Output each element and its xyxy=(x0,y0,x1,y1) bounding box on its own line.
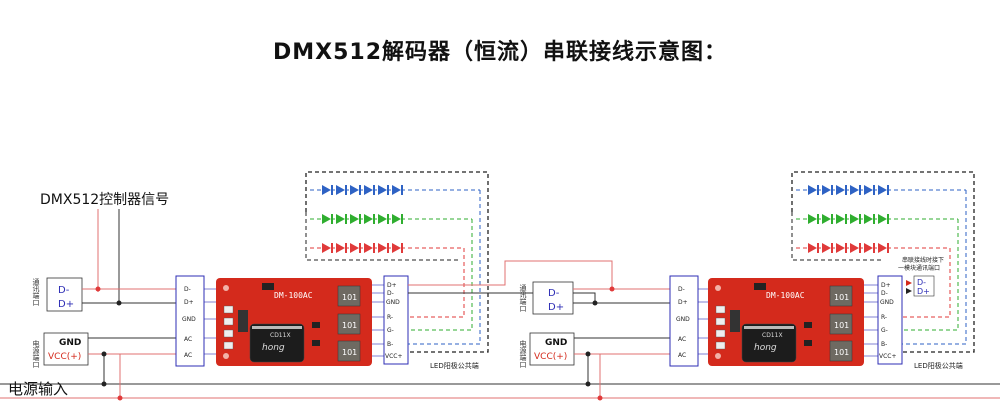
power-port-box xyxy=(43,332,89,366)
right-pin-1: D- xyxy=(387,290,394,297)
signal-port-pin-dminus: D- xyxy=(58,285,70,296)
inductor-2-2-code: 101 xyxy=(834,321,849,330)
signal-port-pin-dplus: D+ xyxy=(58,299,74,310)
chain-wires xyxy=(408,260,613,303)
module-2: 通讯端口 D- D+ 电源端口 GND VCC(+) D- D+ GND AC … xyxy=(519,171,975,401)
inductor-2-1 xyxy=(829,285,853,307)
right-pin-0: D+ xyxy=(387,282,397,289)
controller-signal-label: DMX512控制器信号 xyxy=(40,192,169,208)
left-pin-2-3: AC xyxy=(678,336,686,343)
left-pin-2: GND xyxy=(182,316,196,323)
led-row-red xyxy=(310,243,465,318)
capacitor-brand: hong xyxy=(262,343,285,353)
signal-port-2-side-label: 通讯端口 xyxy=(519,283,527,312)
power-port-2-pin-gnd: GND xyxy=(545,338,567,348)
led-strip-box xyxy=(305,171,489,353)
capacitor-code: CD11X xyxy=(270,332,291,339)
right-pin-2-4: G- xyxy=(881,327,888,334)
led-row-red-2 xyxy=(796,243,951,318)
right-pin-4: G- xyxy=(387,327,394,334)
inductor-2-code: 101 xyxy=(342,321,357,330)
led-row-green xyxy=(310,214,473,331)
left-pin-1: D+ xyxy=(184,299,194,306)
signal-port-2-box xyxy=(532,281,574,315)
inductor-2-3 xyxy=(829,340,853,362)
right-pin-2-3: R- xyxy=(881,314,887,321)
left-pin-2-1: D+ xyxy=(678,299,688,306)
inductor-2-2 xyxy=(829,313,853,335)
chain-note-line-2: 一模块通讯端口 xyxy=(898,264,940,272)
chain-arrow-1-icon xyxy=(906,280,912,286)
power-input-lines xyxy=(0,383,1000,399)
right-terminal-block xyxy=(383,275,409,365)
inductor-3-code: 101 xyxy=(342,348,357,357)
module-1: 通讯端口 D- D+ 电源端口 GND VCC(+) D- D+ GND AC … xyxy=(32,171,489,401)
power-port-pin-gnd: GND xyxy=(59,338,81,348)
right-pin-3: R- xyxy=(387,314,393,321)
led-row-green-2 xyxy=(796,214,959,331)
capacitor-2-code: CD11X xyxy=(762,332,783,339)
inductor-1 xyxy=(337,285,361,307)
left-pin-2-4: AC xyxy=(678,352,686,359)
right-pin-6: VCC+ xyxy=(385,353,403,360)
power-port-2-side-label: 电源端口 xyxy=(519,339,527,368)
left-pin-0: D- xyxy=(184,286,191,293)
left-pin-2-2: GND xyxy=(676,316,690,323)
signal-port-side-label: 通讯端口 xyxy=(32,277,40,306)
page-title: DMX512解码器（恒流）串联接线示意图： xyxy=(272,40,728,65)
power-port-2-pin-vcc: VCC(+) xyxy=(534,352,567,362)
left-pin-4: AC xyxy=(184,352,192,359)
led-anode-note-2: LED阳极公共端 xyxy=(914,361,963,370)
electrolytic-capacitor xyxy=(249,323,305,363)
left-pin-2-0: D- xyxy=(678,286,685,293)
chain-pin-dplus: D+ xyxy=(917,287,930,296)
right-terminal-block-2 xyxy=(877,275,903,365)
led-row-blue xyxy=(310,185,481,345)
right-pin-2-5: B- xyxy=(881,341,887,348)
led-anode-note: LED阳极公共端 xyxy=(430,361,479,370)
power-input-label: 电源输入 xyxy=(8,380,68,398)
signal-port-box xyxy=(46,277,83,312)
decoder-board-2: DM-100AC CD11X hong 101 101 101 xyxy=(708,278,864,366)
right-pin-2-0: D+ xyxy=(881,282,891,289)
signal-port-2-pin-dplus: D+ xyxy=(548,302,564,313)
inductor-3 xyxy=(337,340,361,362)
inductor-2-3-code: 101 xyxy=(834,348,849,357)
right-pin-2-2: GND xyxy=(880,299,894,306)
board-2-model-label: DM-100AC xyxy=(766,291,805,300)
signal-port-2-pin-dminus: D- xyxy=(548,288,560,299)
left-terminal-block xyxy=(175,275,205,367)
chain-pin-dminus: D- xyxy=(917,278,926,287)
inductor-2-1-code: 101 xyxy=(834,293,849,302)
chain-arrow-2-icon xyxy=(906,288,912,294)
left-terminal-block-2 xyxy=(669,275,699,367)
capacitor-2-brand: hong xyxy=(754,343,777,353)
power-port-pin-vcc: VCC(+) xyxy=(48,352,81,362)
led-row-blue-2 xyxy=(796,185,967,345)
board-model-label: DM-100AC xyxy=(274,291,313,300)
chain-port-box xyxy=(913,275,935,297)
inductor-2 xyxy=(337,313,361,335)
left-pin-3: AC xyxy=(184,336,192,343)
electrolytic-capacitor-2 xyxy=(741,323,797,363)
decoder-board: DM-100AC CD11X hong 101 101 101 xyxy=(216,278,372,366)
power-port-side-label: 电源端口 xyxy=(32,339,40,368)
chain-note-line-1: 串联接线时接下 xyxy=(902,256,944,264)
right-pin-2-1: D- xyxy=(881,290,888,297)
inductor-1-code: 101 xyxy=(342,293,357,302)
right-pin-5: B- xyxy=(387,341,393,348)
right-pin-2: GND xyxy=(386,299,400,306)
power-port-2-box xyxy=(529,332,575,366)
right-pin-2-6: VCC+ xyxy=(879,353,897,360)
